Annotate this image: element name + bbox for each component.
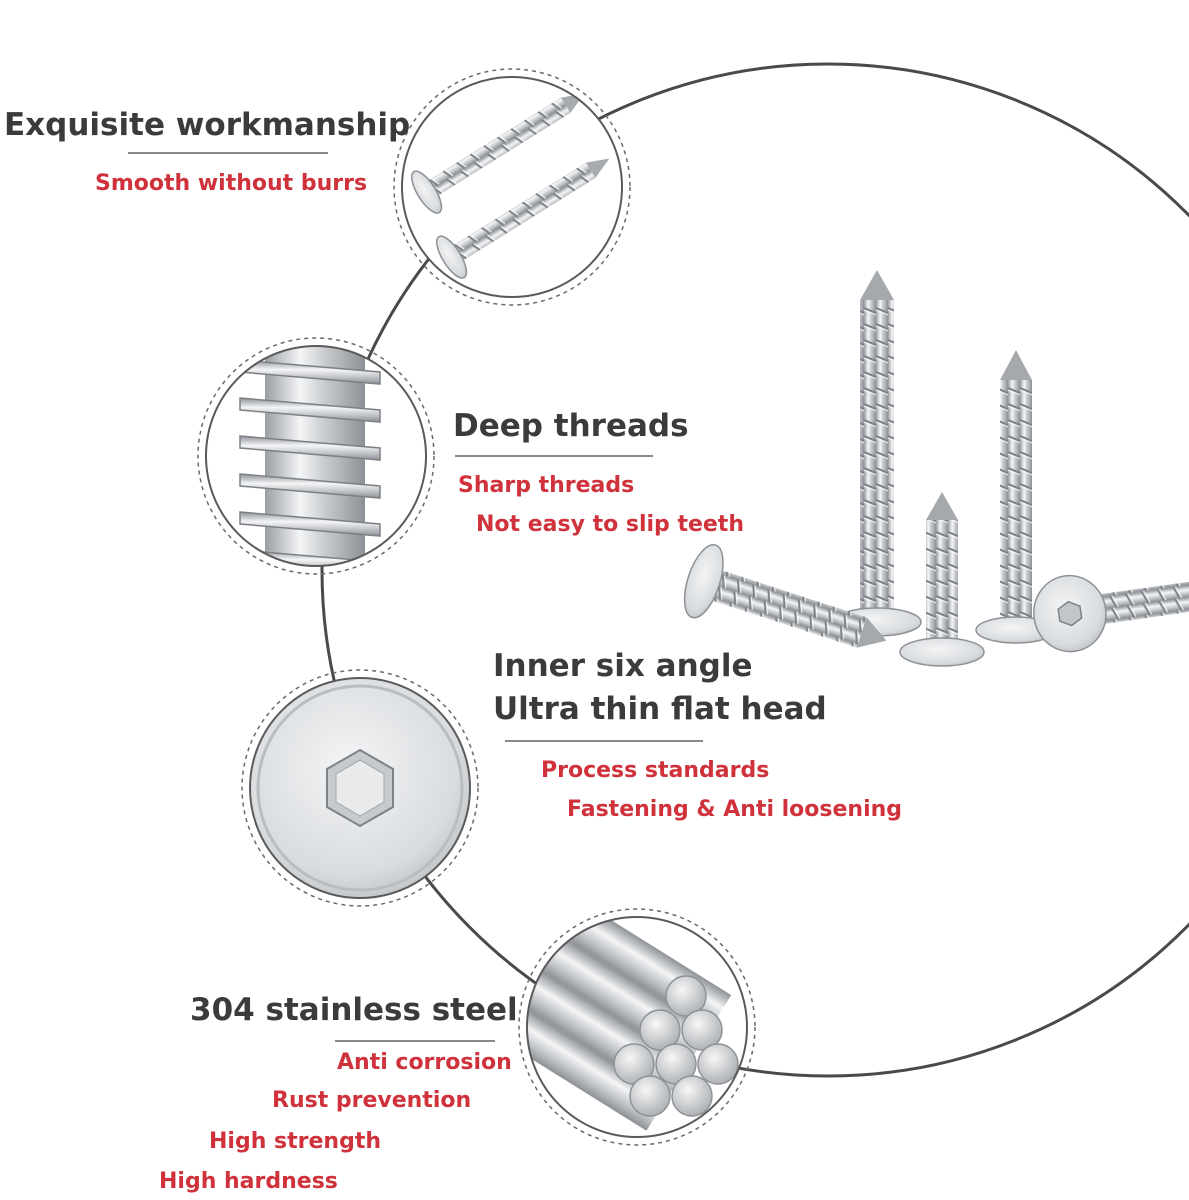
feature-4-point-1: Anti corrosion xyxy=(337,1050,512,1075)
feature-1-title: Exquisite workmanship xyxy=(4,107,411,143)
workmanship-screws-image xyxy=(393,68,631,306)
feature-4-divider xyxy=(335,1040,495,1042)
feature-3-title-line-2: Ultra thin flat head xyxy=(493,691,827,727)
feature-3-divider xyxy=(505,740,703,742)
feature-4-title: 304 stainless steel xyxy=(190,992,518,1028)
steel-rods-image xyxy=(518,908,756,1146)
background-ring xyxy=(320,62,1189,1078)
feature-1-divider xyxy=(128,152,328,154)
feature-2-point-2: Not easy to slip teeth xyxy=(476,512,744,537)
feature-3-point-2: Fastening & Anti loosening xyxy=(567,797,903,822)
deep-threads-image xyxy=(197,337,435,575)
feature-4-point-2: Rust prevention xyxy=(272,1088,472,1113)
feature-2-title: Deep threads xyxy=(453,408,689,444)
feature-3-title-line-1: Inner six angle xyxy=(493,648,753,684)
feature-1-point-1: Smooth without burrs xyxy=(95,171,368,196)
feature-3-point-1: Process standards xyxy=(541,758,770,783)
feature-2-point-1: Sharp threads xyxy=(458,473,635,498)
feature-2-divider xyxy=(455,455,653,457)
feature-4-point-3: High strength xyxy=(209,1129,381,1154)
product-screws-image xyxy=(683,270,1189,667)
flat-head-image xyxy=(241,669,479,907)
feature-4-point-4: High hardness xyxy=(159,1169,338,1194)
